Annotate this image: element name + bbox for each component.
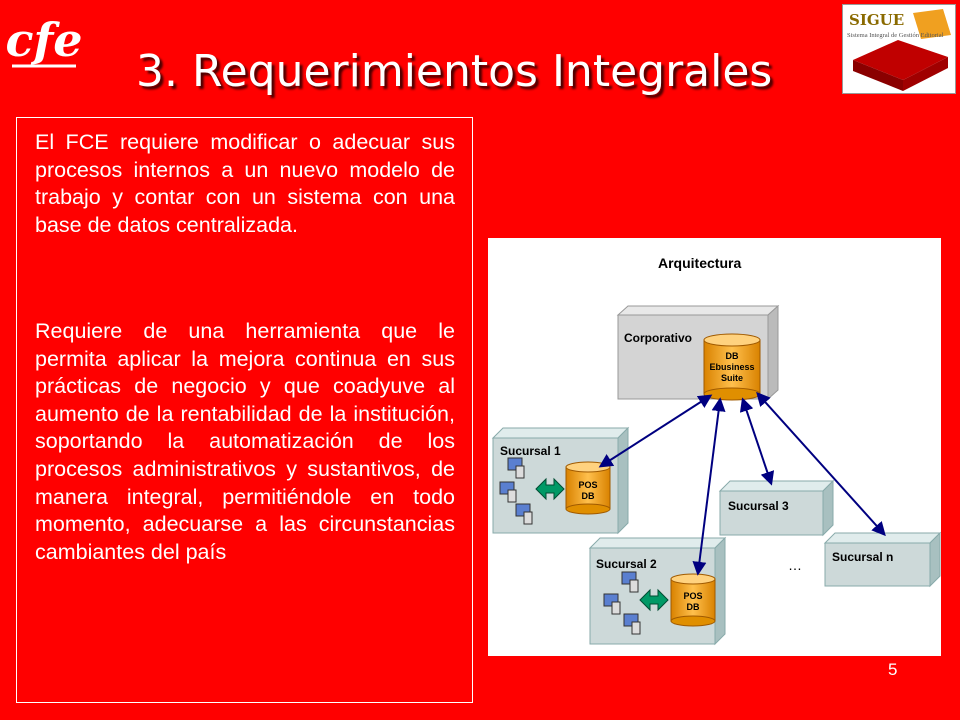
sucursal-3-box: Sucursal 3 xyxy=(718,479,835,537)
arrow-corporativo-sucursal-1 xyxy=(598,394,713,468)
sucursal-3-label: Sucursal 3 xyxy=(728,499,789,513)
sucursal-1-computer-icons xyxy=(499,457,533,525)
sigue-tagline: Sistema Integral de Gestión Editorial xyxy=(847,32,944,39)
sigue-box-side xyxy=(853,60,903,91)
sucursal-1-db-line-1: POS xyxy=(578,480,597,490)
slide-title: 3. Requerimientos Integrales xyxy=(136,46,773,97)
sucursal-1-db: POS DB xyxy=(565,461,611,515)
sigue-box-lid xyxy=(913,9,951,39)
body-paragraph-2: Requiere de una herramienta que le permi… xyxy=(35,319,455,564)
sucursal-2-label: Sucursal 2 xyxy=(596,557,657,571)
sigue-box-front xyxy=(903,57,948,91)
sigue-logo: SIGUE Sistema Integral de Gestión Editor… xyxy=(842,4,956,94)
arrow-corporativo-sucursal-n xyxy=(756,391,886,537)
ellipsis-more-branches: … xyxy=(788,557,802,573)
text-box xyxy=(16,117,473,703)
sucursal-2-link-icon xyxy=(639,588,669,612)
arrow-corporativo-sucursal-2 xyxy=(692,397,726,576)
central-db-line-1: DB xyxy=(726,351,739,361)
sucursal-n-box: Sucursal n xyxy=(823,531,941,588)
central-db-line-2: Ebusiness xyxy=(709,362,754,372)
architecture-diagram: Arquitectura Corporativo DB Ebusiness Su… xyxy=(488,238,941,656)
sigue-name: SIGUE xyxy=(849,11,904,29)
sigue-box-top xyxy=(853,40,948,80)
sucursal-2-db: POS DB xyxy=(670,573,716,627)
sucursal-2-db-line-1: POS xyxy=(683,591,702,601)
sucursal-1-link-icon xyxy=(535,477,565,501)
sucursal-2-db-line-2: DB xyxy=(687,602,700,612)
sucursal-1-label: Sucursal 1 xyxy=(500,444,561,458)
page-number: 5 xyxy=(888,660,898,679)
central-db-cylinder: DB Ebusiness Suite xyxy=(703,333,761,401)
corporativo-label: Corporativo xyxy=(624,331,692,345)
diagram-title: Arquitectura xyxy=(658,255,741,271)
sucursal-1-db-line-2: DB xyxy=(582,491,595,501)
sucursal-n-label: Sucursal n xyxy=(832,550,893,564)
sucursal-2-computer-icons xyxy=(603,571,641,635)
logo-text: cfe xyxy=(5,13,82,67)
body-paragraph-1: El FCE requiere modificar o adecuar sus … xyxy=(35,130,455,237)
cfe-logo: cfe xyxy=(5,13,83,68)
arrow-corporativo-sucursal-3 xyxy=(739,397,775,486)
central-db-line-3: Suite xyxy=(721,373,743,383)
